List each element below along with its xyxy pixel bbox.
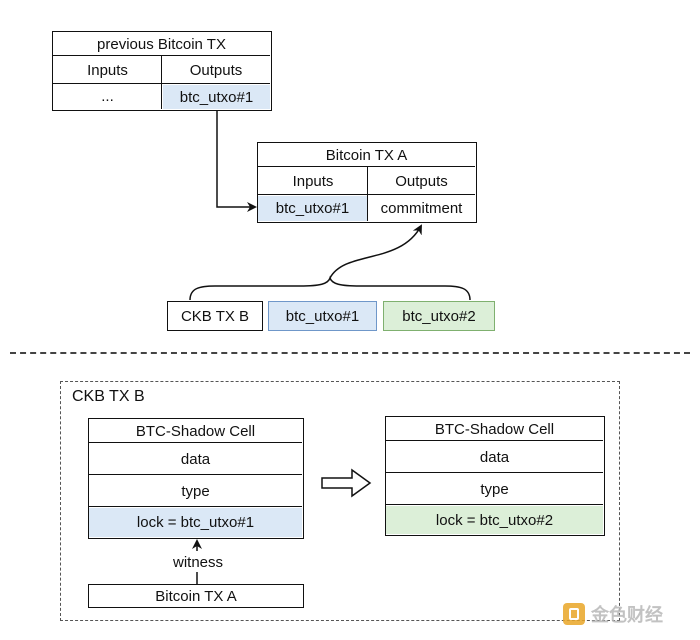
previous-bitcoin-tx-table: previous Bitcoin TX Inputs Outputs ... b… [52, 31, 272, 111]
tx-a-outputs-header: Outputs [395, 172, 448, 190]
ckb-tx-b-panel [60, 381, 620, 621]
right-cell-data: data [479, 448, 510, 466]
previous-tx-outputs-value: btc_utxo#1 [163, 85, 270, 109]
section-divider [10, 352, 690, 354]
right-cell-title: BTC-Shadow Cell [434, 420, 555, 438]
tx-a-outputs-value: commitment [380, 200, 463, 217]
panel-title: CKB TX B [72, 388, 145, 405]
divider [367, 167, 368, 221]
right-shadow-cell: BTC-Shadow Cell data type lock = btc_utx… [385, 416, 605, 536]
left-cell-lock: lock = btc_utxo#1 [89, 508, 302, 537]
divider [386, 472, 603, 473]
right-cell-type: type [480, 480, 509, 498]
commitment-arrow [329, 224, 422, 279]
watermark-text: 金色财经 [591, 605, 663, 625]
ckb-tx-b-label-box: CKB TX B [167, 301, 263, 331]
previous-tx-inputs-value: ... [101, 88, 114, 105]
transition-arrow-icon [321, 468, 372, 498]
tx-a-inputs-header: Inputs [292, 172, 334, 190]
tx-a-inputs-value: btc_utxo#1 [258, 196, 367, 221]
bottom-bitcoin-tx-a-box: Bitcoin TX A [88, 584, 304, 608]
divider [89, 474, 302, 475]
previous-tx-inputs-header: Inputs [87, 61, 128, 79]
divider [89, 442, 302, 443]
previous-tx-title: previous Bitcoin TX [97, 35, 226, 53]
right-cell-lock: lock = btc_utxo#2 [386, 506, 603, 534]
watermark: 金色财经 [563, 600, 663, 628]
divider [89, 506, 302, 507]
divider [258, 194, 475, 195]
utxo-spend-arrow [216, 111, 257, 212]
divider [386, 440, 603, 441]
ckb-row-utxo1-box: btc_utxo#1 [268, 301, 377, 331]
bitcoin-tx-a-table: Bitcoin TX A Inputs Outputs btc_utxo#1 c… [257, 142, 477, 223]
divider [386, 504, 603, 505]
left-cell-data: data [180, 450, 211, 468]
divider [258, 166, 475, 167]
tx-a-title: Bitcoin TX A [325, 146, 408, 164]
left-shadow-cell: BTC-Shadow Cell data type lock = btc_utx… [88, 418, 304, 539]
previous-tx-outputs-header: Outputs [189, 61, 243, 79]
ckb-row-utxo2-box: btc_utxo#2 [383, 301, 495, 331]
witness-label: witness [158, 552, 238, 572]
watermark-logo-icon [563, 603, 585, 625]
left-cell-type: type [181, 482, 210, 500]
divider [161, 56, 162, 109]
left-cell-title: BTC-Shadow Cell [135, 422, 256, 440]
divider [53, 55, 270, 56]
